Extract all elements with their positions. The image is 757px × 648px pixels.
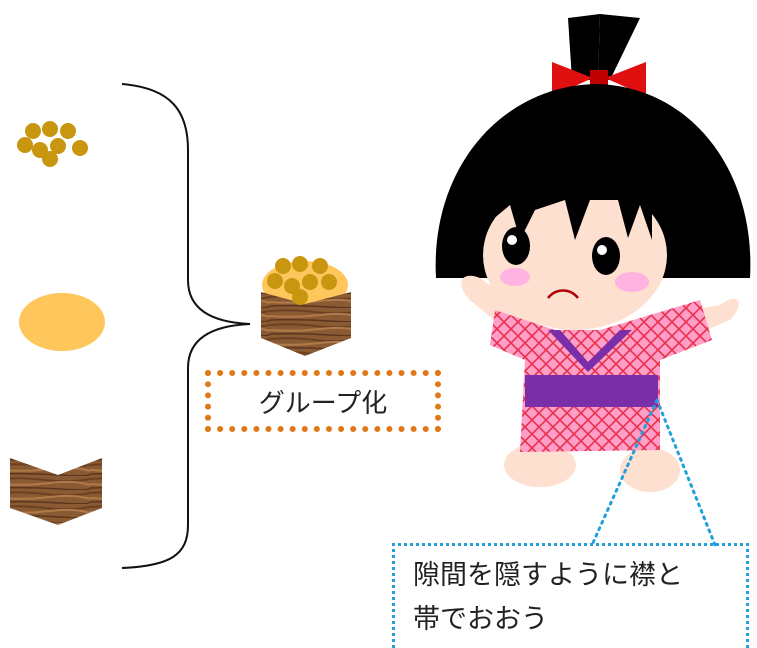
rice-base <box>19 293 105 351</box>
note-callout: 隙間を隠すように襟と 帯でおおう <box>392 543 749 648</box>
group-label-text: グループ化 <box>258 388 388 419</box>
note-line-2: 帯でおおう <box>413 604 548 635</box>
note-line-1: 隙間を隠すように襟と <box>413 560 683 591</box>
girl-character <box>435 14 751 492</box>
group-label: グループ化 <box>205 370 441 432</box>
wooden-box-piece <box>10 458 102 525</box>
rice-grains <box>17 121 88 167</box>
grouping-brace <box>121 83 251 569</box>
note-pointer <box>590 398 717 547</box>
grouped-rice-box <box>261 256 351 356</box>
